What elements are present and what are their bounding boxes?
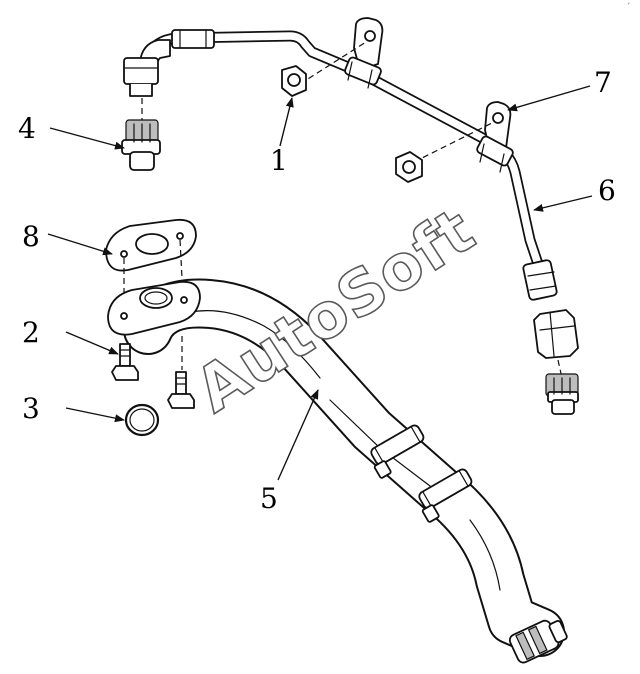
callout-4: 4 — [18, 112, 36, 145]
gasket — [105, 218, 197, 300]
callout-1: 1 — [270, 144, 288, 177]
callout-3: 3 — [22, 392, 40, 425]
oil-feed-pipe — [123, 17, 579, 415]
callout-leaders — [47, 85, 593, 481]
callout-2: 2 — [22, 316, 40, 349]
flange-nuts — [281, 41, 495, 183]
union-fitting — [121, 98, 161, 171]
callout-labels: 1 2 3 4 5 6 7 8 — [18, 66, 616, 515]
oil-return-hose — [107, 278, 568, 664]
callout-5: 5 — [260, 482, 278, 515]
corner-mark: ´ — [626, 2, 631, 13]
callout-6: 6 — [598, 174, 616, 207]
callout-7: 7 — [594, 66, 612, 99]
callout-8: 8 — [22, 220, 40, 253]
o-ring — [124, 403, 160, 437]
flange-bolts — [111, 336, 195, 409]
